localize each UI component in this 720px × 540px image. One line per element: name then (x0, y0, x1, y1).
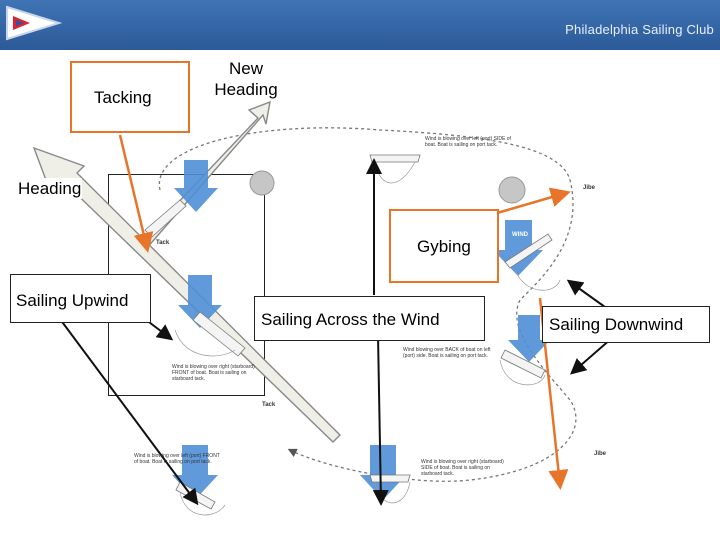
wind-mark: WIND (512, 232, 528, 238)
tack-mark-bottom: Tack (262, 402, 276, 408)
course-dashed-path (158, 127, 577, 482)
tacking-pointer (118, 134, 154, 253)
wind-arrow-2 (178, 275, 222, 328)
wind-arrow-6 (360, 445, 406, 500)
wind-arrow-4 (508, 315, 550, 362)
across-pointer-down (372, 334, 389, 506)
jibe-mark-bottom: Jibe (594, 451, 607, 457)
caption-middle-left: Wind is blowing over right (starboard) F… (172, 364, 255, 382)
gybing-box: Gybing (389, 209, 499, 283)
wind-arrow-1 (174, 160, 218, 212)
sailboat-downwind (500, 349, 546, 379)
tacking-label: Tacking (94, 88, 152, 107)
sail-net-1 (374, 161, 416, 184)
heading-label: Heading (17, 178, 83, 199)
tack-mark-top: Tack (156, 240, 170, 246)
sail-net-6 (374, 481, 411, 504)
sail-net-2 (174, 329, 236, 357)
sailing-diagram: Tack Tack Jibe Jibe WIND Wind is blowing… (0, 50, 720, 540)
gybing-label: Gybing (417, 237, 471, 256)
sailing-across-box: Sailing Across the Wind (254, 296, 485, 341)
sailing-upwind-box: Sailing Upwind (10, 274, 151, 323)
club-burgee-logo (6, 5, 62, 41)
sailboat-top-across (369, 154, 421, 163)
sailing-downwind-label: Sailing Downwind (549, 315, 684, 334)
tacking-box: Tacking (70, 61, 190, 133)
sail-net-4 (499, 359, 546, 386)
sailing-upwind-label: Sailing Upwind (16, 291, 129, 310)
new-heading-label: New Heading (214, 59, 278, 99)
sailboat-bottom-across (369, 474, 411, 483)
club-name: Philadelphia Sailing Club (565, 22, 714, 37)
jibe-mark-top: Jibe (583, 185, 596, 191)
downwind-pointer-down (569, 337, 613, 375)
sail-net-5 (179, 491, 226, 516)
sailboat-upwind (192, 311, 246, 357)
mark-buoy-left (249, 170, 275, 196)
gybing-pointer-up (496, 187, 571, 215)
caption-middle-right: Wind blowing over BACK of boat on left (… (403, 347, 491, 359)
sailboat-top-tack (144, 199, 187, 238)
sailboat-jibe (504, 233, 553, 269)
upwind-pointer-2 (56, 314, 199, 506)
caption-bottom-left: Wind is blowing over left (port) FRONT o… (134, 453, 220, 465)
sailing-downwind-box: Sailing Downwind (542, 306, 710, 343)
sailing-across-label: Sailing Across the Wind (261, 310, 440, 329)
caption-top-right: Wind is blowing over left (port) SIDE of… (425, 136, 511, 148)
header-bar: Philadelphia Sailing Club (0, 0, 720, 50)
sail-net-3 (514, 269, 561, 291)
mark-buoy-right (498, 176, 526, 204)
caption-bottom-right: Wind is blowing over right (starboard) S… (421, 459, 504, 477)
